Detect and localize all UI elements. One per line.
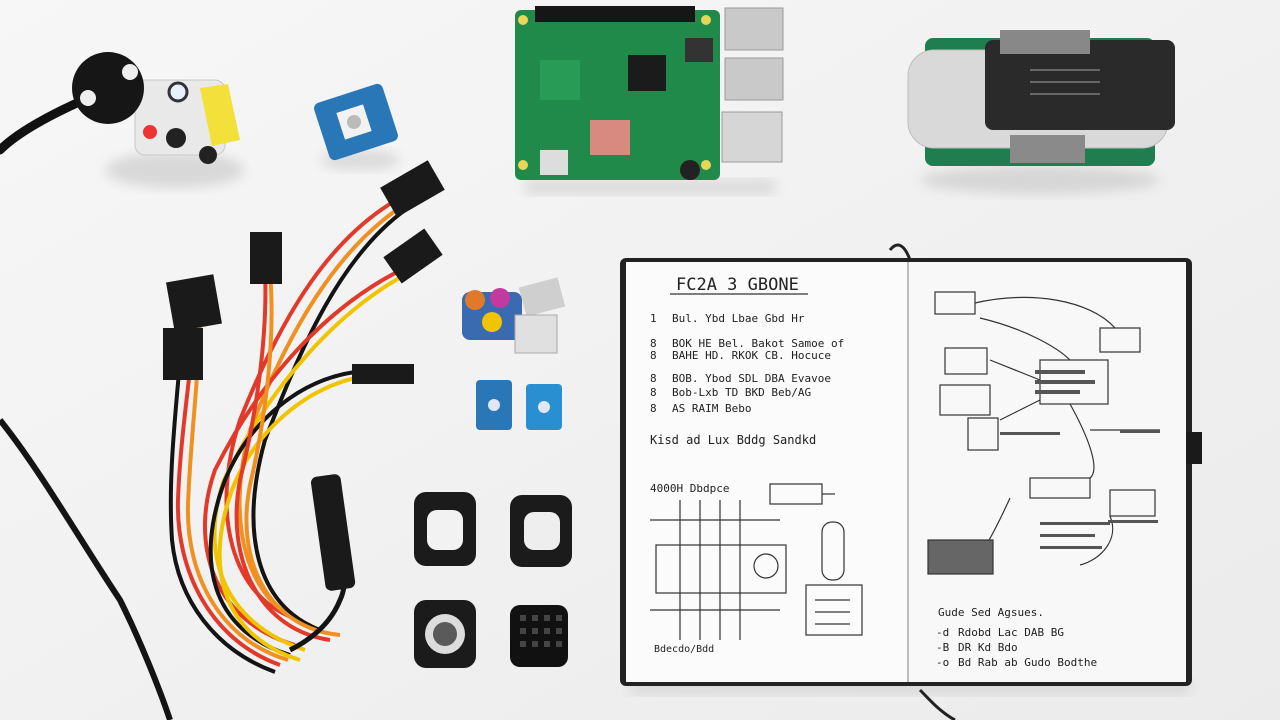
list-marker: -o <box>936 656 949 669</box>
servo-motor <box>72 52 245 188</box>
connector-5 <box>163 328 203 380</box>
connector-1 <box>380 160 445 218</box>
push-buttons <box>414 492 572 668</box>
list-marker: -B <box>936 641 950 654</box>
circuit-sketch <box>650 483 863 640</box>
list-item: BAHE HD. RKOK CB. Hocuce <box>672 349 831 362</box>
notebook-note: Kisd ad Lux Bddg Sandkd <box>650 433 816 447</box>
list-marker: 8 <box>650 337 657 350</box>
connector-4 <box>166 274 222 332</box>
connector-3 <box>250 232 282 284</box>
battery-module <box>907 30 1175 194</box>
list-item: Bd Rab ab Gudo Bodthe <box>958 656 1097 669</box>
blue-trimpot-modules <box>476 380 562 430</box>
notebook-title: FC2A 3 GBONE <box>676 275 799 295</box>
single-board-computer <box>515 6 784 194</box>
right-list-heading: Gude Sed Agsues. <box>938 606 1044 619</box>
list-marker: -d <box>936 626 949 639</box>
list-item: Rdobd Lac DAB BG <box>958 626 1064 639</box>
connector-7 <box>310 474 356 591</box>
blue-sensor-module <box>314 83 400 170</box>
small-components <box>462 277 566 354</box>
list-item: BOK HE Bel. Bakot Samoe of <box>672 337 844 350</box>
notebook-right-page <box>908 262 1186 682</box>
connector-2 <box>383 228 443 284</box>
list-marker: 8 <box>650 386 657 399</box>
left-page-footer: Bdecdo/Bdd <box>654 644 714 655</box>
bookmark-tab <box>1186 432 1202 464</box>
list-marker: 8 <box>650 402 657 415</box>
notebook: FC2A 3 GBONE 1 Bul. Ybd Lbae Gbd Hr 8 BO… <box>620 243 1202 720</box>
diagram-label: 4000H Dbdpce <box>650 482 729 495</box>
button-4 <box>510 605 568 667</box>
list-marker: 8 <box>650 372 657 385</box>
connector-6 <box>352 364 414 384</box>
jumper-wires <box>163 160 445 674</box>
list-item: AS RAIM Bebo <box>672 402 751 415</box>
list-item: Bob-Lxb TD BKD Beb/AG <box>672 386 811 399</box>
list-item: DR Kd Bdo <box>958 641 1018 654</box>
list-item: BOB. Ybod SDL DBA Evavoe <box>672 372 831 385</box>
notebook-left-page <box>626 262 908 682</box>
list-marker: 8 <box>650 349 657 362</box>
list-marker: 1 <box>650 312 657 325</box>
list-item: Bul. Ybd Lbae Gbd Hr <box>672 312 805 325</box>
